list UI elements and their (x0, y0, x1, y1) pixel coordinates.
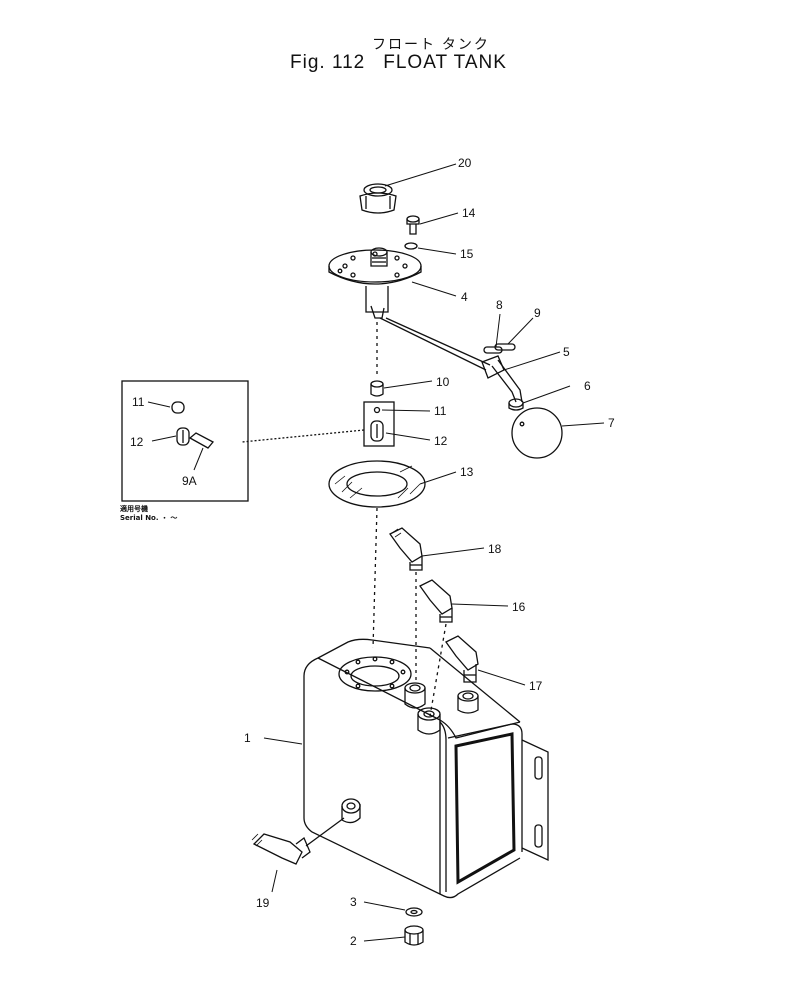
callout-2: 2 (350, 934, 357, 948)
callout-7: 7 (608, 416, 615, 430)
callout-16: 16 (512, 600, 526, 614)
callout-11: 11 (434, 404, 447, 418)
callout-14: 14 (462, 206, 476, 220)
inset-box (121, 380, 249, 502)
part-14-bolt (406, 215, 420, 235)
part-3-washer (405, 907, 423, 917)
serial-note-jp: 適用号機 (120, 505, 148, 513)
part-13-gasket (328, 460, 426, 508)
inset-callout-11: 11 (132, 395, 145, 409)
serial-note: Serial No. ・ ～ (120, 514, 178, 522)
part-10-collar (370, 380, 384, 397)
assembly-line-16 (429, 623, 447, 717)
inset-callout-9a: 9A (182, 474, 197, 488)
title-japanese: フロート タンク (372, 36, 490, 52)
callout-20: 20 (458, 156, 472, 170)
part-2-drain-plug (404, 925, 424, 946)
part-7-float-ball (511, 407, 563, 459)
callout-6: 6 (584, 379, 591, 393)
callout-17: 17 (529, 679, 543, 693)
callout-10: 10 (436, 375, 450, 389)
leader-lines (147, 163, 605, 942)
part-20-cap-nut (359, 183, 397, 214)
figure-number: Fig. 112 (290, 52, 366, 73)
callout-8: 8 (496, 298, 503, 312)
part-18-elbow (389, 527, 423, 571)
inset-callout-12: 12 (130, 435, 144, 449)
callout-12: 12 (434, 434, 448, 448)
callout-13: 13 (460, 465, 474, 479)
part-9-pin (494, 343, 516, 351)
leader-to-inset (241, 429, 365, 443)
detail-box-11-12 (363, 401, 395, 447)
callout-4: 4 (461, 290, 468, 304)
assembly-line-2 (372, 507, 378, 649)
callout-15: 15 (460, 247, 474, 261)
part-5-float-arm (379, 317, 523, 403)
part-4-sender-flange (328, 247, 422, 319)
callout-9: 9 (534, 306, 541, 320)
figure-name: FLOAT TANK (383, 52, 507, 73)
figure-title: Fig. 112 FLOAT TANK (290, 52, 507, 74)
callout-5: 5 (563, 345, 570, 359)
callout-18: 18 (488, 542, 502, 556)
leader-19-port (305, 817, 345, 847)
callout-19: 19 (256, 896, 270, 910)
callout-1: 1 (244, 731, 251, 745)
part-1-tank (303, 638, 549, 899)
callout-3: 3 (350, 895, 357, 909)
part-16-elbow (419, 579, 453, 623)
part-19-elbow (251, 833, 311, 865)
part-15-washer (404, 242, 418, 250)
